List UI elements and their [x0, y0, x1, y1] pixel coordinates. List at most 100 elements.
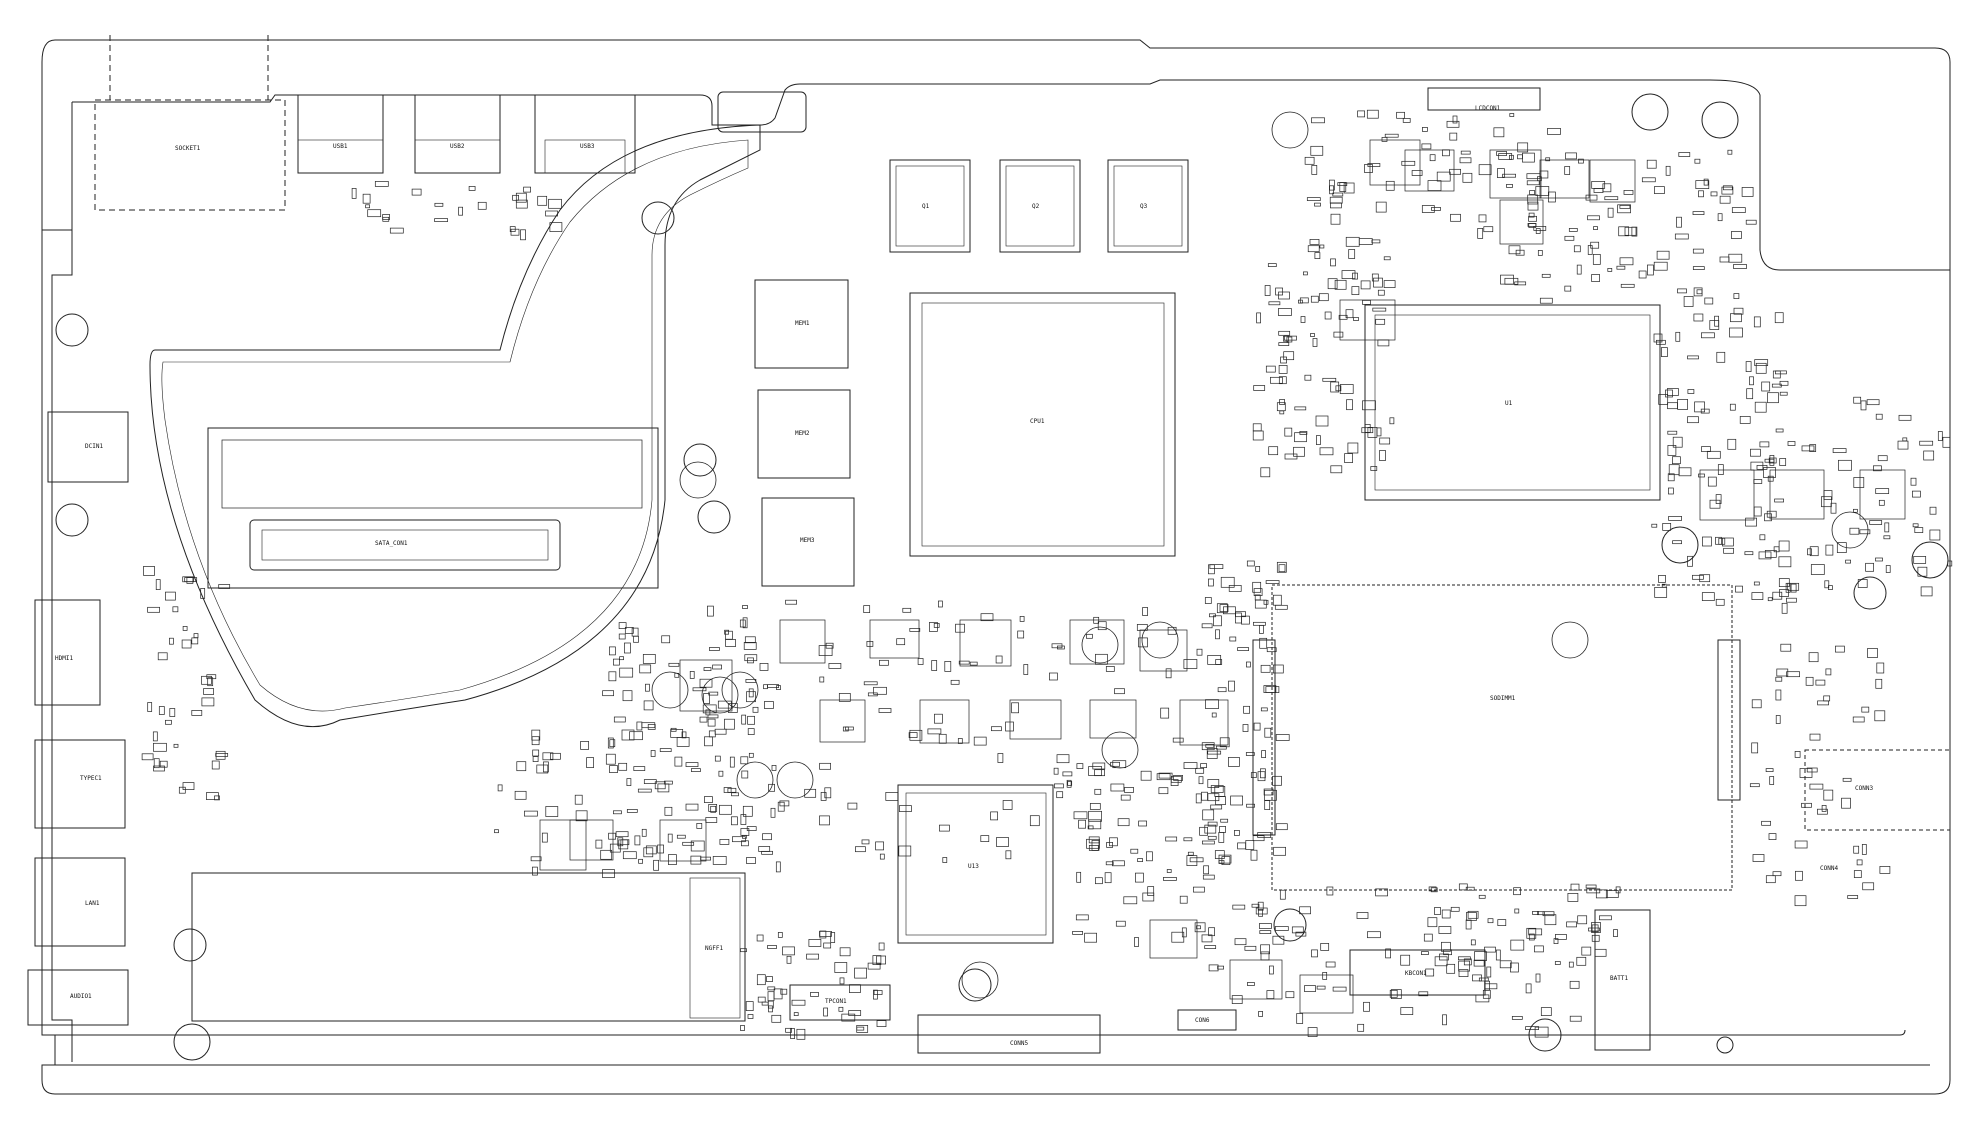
power-inductor	[1139, 629, 1188, 672]
smd-component	[1500, 274, 1514, 285]
smd-component	[1675, 331, 1681, 342]
smd-component	[1105, 861, 1114, 866]
smd-component	[1299, 906, 1311, 915]
power-inductor	[1699, 469, 1755, 521]
smd-component	[1284, 453, 1298, 460]
smd-component	[1568, 228, 1578, 232]
smd-component	[1245, 752, 1255, 756]
smd-component	[1278, 308, 1292, 316]
smd-component	[1779, 380, 1789, 386]
smd-component	[1245, 840, 1255, 850]
smd-component	[767, 945, 777, 949]
smd-component	[1299, 431, 1308, 435]
electrolytic-capacitor	[651, 671, 689, 709]
smd-component	[819, 676, 825, 683]
smd-component	[885, 792, 899, 801]
smd-component	[1307, 1027, 1318, 1037]
kb-connector	[1349, 949, 1486, 996]
smd-component	[782, 946, 795, 956]
smd-component	[758, 846, 771, 852]
electrolytic-capacitor	[1271, 111, 1309, 149]
power-inductor	[659, 819, 707, 862]
smd-component	[1528, 215, 1537, 222]
smd-component	[1478, 894, 1486, 899]
electrolytic-capacitor	[776, 761, 814, 799]
smd-component	[1170, 779, 1179, 786]
smd-component	[1275, 734, 1290, 741]
smd-component	[1124, 787, 1134, 793]
smd-component	[1244, 945, 1257, 951]
smd-component	[878, 942, 885, 951]
smd-component	[653, 859, 659, 871]
smd-component	[1076, 871, 1082, 883]
smd-component	[1228, 680, 1235, 692]
smd-component	[1790, 583, 1797, 593]
smd-component	[1859, 529, 1871, 535]
pch-die	[905, 792, 1047, 936]
smd-component	[1158, 772, 1173, 779]
smd-component	[186, 577, 194, 584]
smd-component	[1815, 679, 1826, 686]
smd-component	[712, 664, 722, 670]
label-sodimm: SODIMM1	[1490, 695, 1516, 702]
smd-component	[670, 729, 684, 738]
smd-component	[1917, 566, 1928, 577]
smd-component	[1187, 851, 1194, 856]
smd-component	[1189, 857, 1204, 863]
smd-component	[1254, 599, 1267, 609]
smd-component	[1110, 761, 1120, 767]
smd-component	[670, 727, 677, 732]
smd-component	[1715, 494, 1722, 504]
smd-component	[1396, 111, 1405, 119]
smd-component	[1535, 228, 1541, 234]
smd-component	[1273, 846, 1286, 856]
smd-component	[1201, 742, 1215, 751]
power-inductor	[779, 619, 826, 664]
smd-component	[707, 718, 716, 727]
smd-component	[1540, 1007, 1552, 1016]
smd-component	[1056, 754, 1070, 764]
smd-component	[1772, 591, 1783, 600]
smd-component	[1056, 791, 1064, 799]
smd-component	[654, 781, 666, 790]
power-inductor	[1229, 959, 1283, 1000]
smd-component	[1372, 307, 1387, 312]
smd-component	[731, 792, 739, 797]
smd-component	[838, 693, 851, 702]
smd-component	[1330, 465, 1343, 474]
small-components	[141, 109, 1953, 1040]
smd-component	[1261, 750, 1266, 758]
smd-component	[1358, 238, 1373, 245]
smd-component	[1442, 149, 1450, 157]
smd-component	[169, 637, 174, 645]
smd-component	[1316, 435, 1321, 445]
smd-component	[1702, 536, 1712, 547]
smd-component	[1334, 279, 1347, 290]
electrolytic-capacitor	[961, 961, 999, 999]
smd-component	[1163, 877, 1177, 881]
smd-component	[927, 728, 942, 735]
smd-component	[1794, 751, 1801, 758]
smd-component	[1466, 912, 1477, 921]
smd-component	[643, 779, 657, 784]
smd-component	[1158, 787, 1169, 795]
power-inductor	[1769, 469, 1825, 520]
smd-component	[1275, 287, 1283, 296]
smd-component	[1912, 523, 1919, 528]
smd-component	[1251, 903, 1260, 908]
right-connector	[1804, 749, 1951, 831]
smd-component	[1165, 836, 1178, 842]
smd-component	[1616, 265, 1626, 270]
smd-component	[1591, 924, 1599, 933]
smd-component	[458, 206, 463, 216]
smd-component	[1353, 317, 1359, 321]
smd-component	[1754, 359, 1769, 366]
smd-component	[574, 794, 583, 805]
smd-component	[211, 760, 220, 770]
smd-component	[1436, 171, 1451, 182]
smd-component	[1402, 118, 1411, 123]
smd-component	[1072, 931, 1083, 935]
smd-component	[1745, 517, 1757, 527]
smd-component	[1207, 821, 1218, 827]
smd-component	[1701, 446, 1711, 452]
